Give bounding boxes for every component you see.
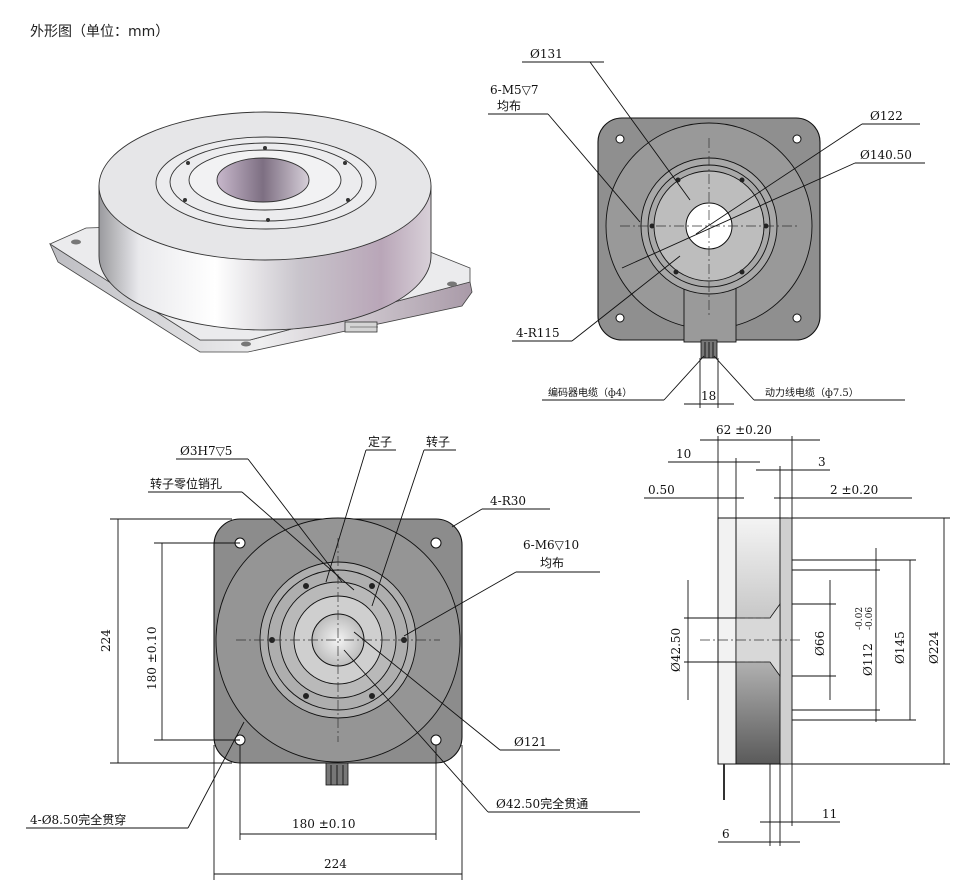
leader bbox=[343, 649, 489, 813]
leader bbox=[663, 355, 705, 401]
label-zero-pin: 转子零位销孔 bbox=[150, 476, 222, 491]
dim-width-180: 180 ±0.10 bbox=[292, 817, 356, 831]
leader bbox=[713, 355, 755, 401]
tr-corner-hole bbox=[792, 313, 802, 323]
dim-tol-lower: -0.06 bbox=[865, 607, 875, 630]
dim-tol-upper: -0.02 bbox=[855, 607, 865, 630]
label-rotor: 转子 bbox=[426, 434, 450, 449]
dim-height-180: 180 ±0.10 bbox=[145, 627, 159, 691]
tr-corner-hole bbox=[615, 134, 625, 144]
tr-bolt-hole bbox=[739, 177, 745, 183]
sv-rim bbox=[779, 517, 793, 765]
leader bbox=[241, 491, 355, 591]
label-corner-radius: 4-R115 bbox=[516, 326, 560, 340]
label-corner-r30: 4-R30 bbox=[490, 494, 526, 508]
fv-bolt-hole bbox=[303, 583, 309, 589]
dim-cable-width: 18 bbox=[701, 389, 716, 403]
dim-dia-42-5: Ø42.50 bbox=[669, 628, 683, 672]
tr-bolt-hole bbox=[763, 223, 769, 229]
leader bbox=[547, 113, 641, 223]
tr-corner-hole bbox=[615, 313, 625, 323]
dim-dia-42-through: Ø42.50完全贯通 bbox=[496, 796, 588, 811]
dim-dia-122: Ø122 bbox=[870, 109, 903, 123]
page-title: 外形图（单位：mm） bbox=[30, 24, 169, 40]
dim-2: 2 ±0.20 bbox=[830, 483, 878, 497]
leader bbox=[571, 255, 681, 342]
label-power-cable: 动力线电缆（ф7.5） bbox=[765, 386, 859, 399]
iso-plate-hole bbox=[71, 239, 81, 245]
tr-bolt-hole bbox=[739, 269, 745, 275]
iso-bolt-dot bbox=[266, 218, 270, 222]
tr-bolt-hole bbox=[649, 223, 655, 229]
label-holes-8-5: 4-Ø8.50完全贯穿 bbox=[30, 812, 126, 827]
label-pin-hole: Ø3H7▽5 bbox=[180, 444, 232, 458]
label-m6-uniform: 均布 bbox=[540, 556, 564, 570]
leader bbox=[451, 508, 483, 528]
iso-bolt-dot bbox=[186, 161, 190, 165]
dim-width-224: 224 bbox=[324, 857, 347, 871]
dim-3: 3 bbox=[818, 455, 826, 469]
iso-bolt-dot bbox=[346, 198, 350, 202]
label-stator: 定子 bbox=[368, 434, 392, 449]
dim-dia-224: Ø224 bbox=[927, 631, 941, 664]
iso-bolt-dot bbox=[343, 161, 347, 165]
dim-dia-112: Ø112 bbox=[861, 643, 875, 676]
leader bbox=[589, 61, 691, 201]
fv-bolt-hole bbox=[369, 583, 375, 589]
side-view: 62 ±0.20 10 3 0.50 2 ±0.20 Ø42.50 Ø66 Ø1… bbox=[644, 423, 950, 846]
fv-bore bbox=[311, 613, 365, 667]
dim-dia-66: Ø66 bbox=[813, 631, 827, 656]
fv-bolt-hole bbox=[369, 693, 375, 699]
iso-bore bbox=[216, 157, 310, 203]
front-view: Ø3H7▽5 定子 转子 转子零位销孔 4-R30 6-M6▽10 均布 Ø12… bbox=[26, 434, 640, 880]
dim-6: 6 bbox=[722, 827, 730, 841]
dim-dia-140: Ø140.50 bbox=[860, 148, 912, 162]
dim-height-224: 224 bbox=[99, 629, 113, 652]
fv-corner-hole bbox=[430, 734, 442, 746]
leader bbox=[621, 162, 856, 269]
fv-corner-hole bbox=[430, 537, 442, 549]
isometric-view bbox=[49, 111, 473, 353]
iso-plate-hole bbox=[241, 341, 251, 347]
leader bbox=[695, 123, 863, 235]
dim-62: 62 ±0.20 bbox=[716, 423, 772, 437]
label-mount-holes: 6-M5▽7 bbox=[490, 83, 538, 97]
dim-dia-145: Ø145 bbox=[893, 631, 907, 664]
label-encoder-cable: 编码器电缆（ф4） bbox=[548, 386, 632, 399]
tr-bolt-hole bbox=[673, 269, 679, 275]
iso-ring-mid bbox=[169, 142, 363, 222]
dim-11: 11 bbox=[822, 807, 837, 821]
iso-bolt-dot bbox=[183, 198, 187, 202]
leader bbox=[247, 458, 343, 583]
label-m6-holes: 6-M6▽10 bbox=[523, 538, 579, 552]
iso-bolt-dot bbox=[263, 146, 267, 150]
label-mount-holes-uniform: 均布 bbox=[497, 99, 521, 113]
leader bbox=[325, 449, 367, 583]
tr-corner-hole bbox=[792, 134, 802, 144]
dim-dia-121: Ø121 bbox=[514, 735, 547, 749]
iso-plate-hole bbox=[447, 281, 457, 287]
dim-10: 10 bbox=[676, 447, 691, 461]
leader bbox=[353, 631, 501, 751]
leader bbox=[371, 449, 425, 607]
sv-flange bbox=[717, 517, 737, 765]
dim-050: 0.50 bbox=[648, 483, 675, 497]
leader bbox=[403, 571, 517, 637]
top-right-view: Ø131 6-M5▽7 均布 Ø122 Ø140.50 4-R115 18 编码… bbox=[488, 47, 925, 408]
fv-bolt-hole bbox=[303, 693, 309, 699]
dim-dia-131: Ø131 bbox=[530, 47, 563, 61]
